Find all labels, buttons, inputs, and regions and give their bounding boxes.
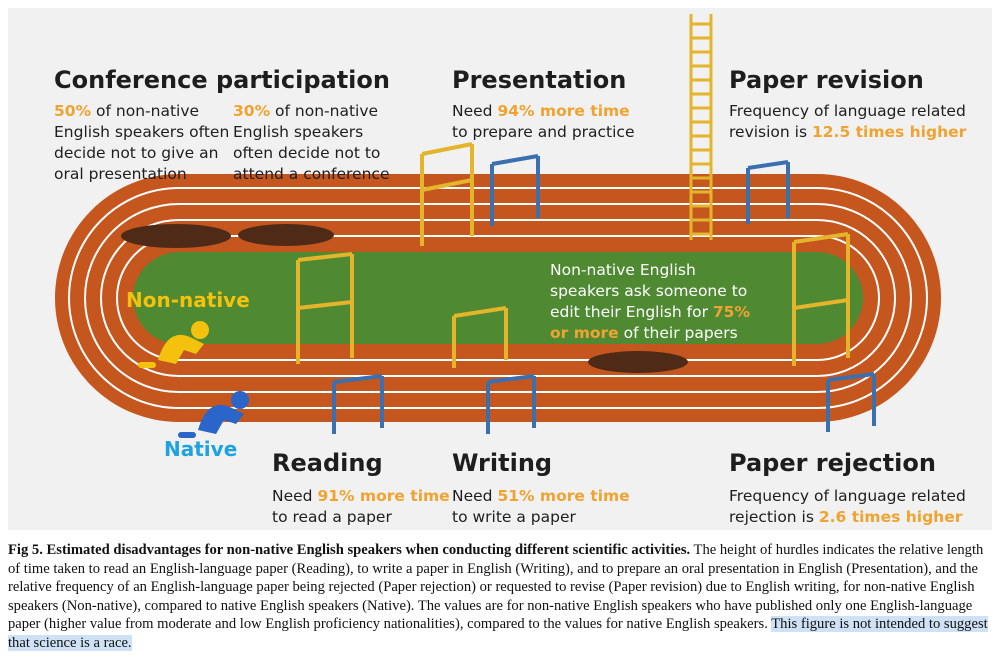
conference-title: Conference participation bbox=[54, 66, 390, 94]
tall-hurdle-revision bbox=[689, 14, 713, 240]
reading-text: Need 91% more time to read a paper bbox=[272, 487, 450, 526]
non-native-label: Non-native bbox=[126, 288, 250, 312]
conference-left-text: 50% of non-native English speakers often… bbox=[54, 102, 230, 183]
paper-revision-title: Paper revision bbox=[729, 66, 924, 94]
caption-title: Estimated disadvantages for non-native E… bbox=[46, 542, 691, 558]
mud-puddles bbox=[121, 224, 688, 373]
lane-lines bbox=[68, 187, 928, 409]
figure-caption: Fig 5. Estimated disadvantages for non-n… bbox=[8, 541, 992, 653]
writing-text: Need 51% more time to write a paper bbox=[452, 487, 630, 526]
paper-rejection-text: Frequency of language related rejection … bbox=[729, 487, 966, 526]
conference-right-text: 30% of non-native English speakers often… bbox=[233, 102, 390, 183]
reading-title: Reading bbox=[272, 449, 383, 477]
infield bbox=[133, 252, 863, 344]
caption-text: The height of hurdles indicates the rela… bbox=[8, 542, 984, 633]
writing-title: Writing bbox=[452, 449, 553, 477]
paper-rejection-title: Paper rejection bbox=[729, 449, 936, 477]
yellow-hurdles bbox=[296, 142, 850, 368]
caption-fig-number: Fig 5. bbox=[8, 542, 43, 558]
figure: Conference participation 50% of non-nati… bbox=[8, 8, 992, 530]
paper-revision-text: Frequency of language related revision i… bbox=[729, 102, 967, 141]
track-diagram bbox=[55, 14, 941, 438]
editing-note: Non-native English speakers ask someone … bbox=[550, 261, 750, 342]
presentation-text: Need 94% more time to prepare and practi… bbox=[452, 102, 635, 141]
presentation-title: Presentation bbox=[452, 66, 627, 94]
native-runner-icon bbox=[178, 391, 249, 438]
non-native-runner-icon bbox=[138, 321, 209, 368]
native-label: Native bbox=[164, 437, 238, 461]
blue-hurdles bbox=[332, 154, 876, 434]
